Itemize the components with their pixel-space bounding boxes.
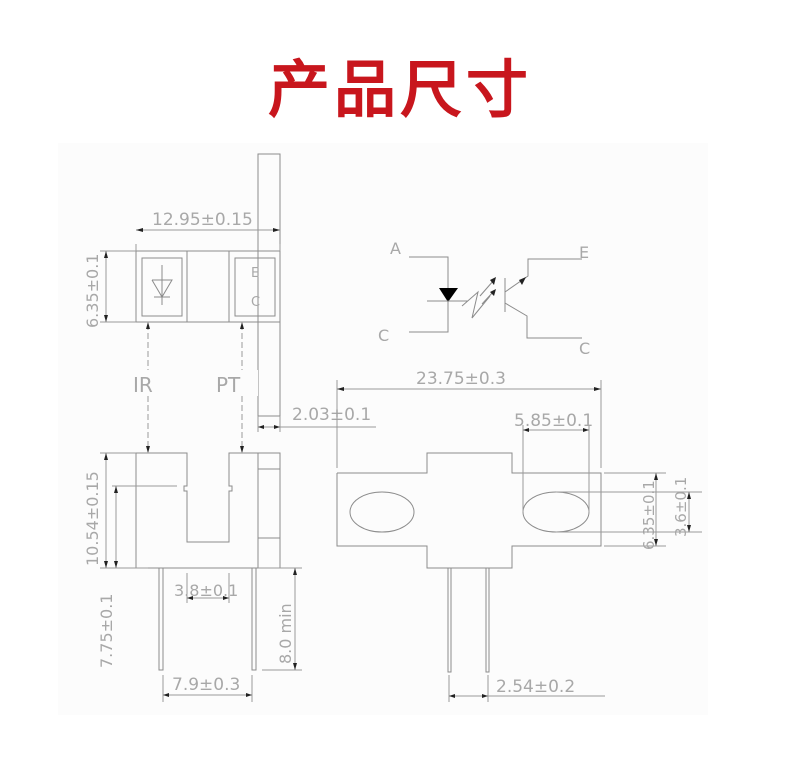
hole-left <box>349 491 415 533</box>
dim-body-height: 6.35±0.1 <box>640 480 658 550</box>
schematic-cathode-label: C <box>378 326 389 345</box>
optocoupler-schematic: A C E C <box>378 239 590 358</box>
dim-slot-width: 3.8±0.1 <box>174 581 238 600</box>
emitter-window <box>141 257 183 317</box>
dim-hole-width: 5.85±0.1 <box>514 411 593 431</box>
top-view: E C 12.95±0.15 6.35±0.1 IR PT 2.03±0. <box>83 153 376 453</box>
dim-hole-height: 3.6±0.1 <box>672 477 690 537</box>
detector-window <box>234 257 276 317</box>
dimension-drawing <box>58 143 708 715</box>
dim-width-top: 12.95±0.15 <box>152 210 253 230</box>
dim-pin-spacing: 7.9±0.3 <box>172 675 240 695</box>
dim-slot-depth: 7.75±0.1 <box>97 594 116 668</box>
dim-height-top: 6.35±0.1 <box>83 254 102 328</box>
detector-label-c: C <box>251 295 260 310</box>
side-view: 23.75±0.3 5.85±0.1 6.35±0.1 3.6±0.1 2.54… <box>336 369 702 702</box>
schematic-collector-label: C <box>579 339 590 358</box>
label-ir: IR <box>133 373 153 397</box>
schematic-anode-label: A <box>390 239 401 258</box>
label-pt: PT <box>216 373 241 397</box>
dim-length: 23.75±0.3 <box>416 369 506 389</box>
dim-lead-length: 8.0 min <box>276 603 295 664</box>
dim-thickness: 2.03±0.1 <box>292 405 371 425</box>
dim-pin-pitch: 2.54±0.2 <box>496 677 575 697</box>
hole-right <box>522 491 590 533</box>
page-title: 产品尺寸 <box>267 53 532 126</box>
front-view: 10.54±0.15 7.75±0.1 3.8±0.1 7.9±0.3 8.0 … <box>83 452 302 702</box>
led-diode-icon <box>439 288 458 302</box>
schematic-emitter-label: E <box>579 243 589 262</box>
detector-label-e: E <box>251 266 259 281</box>
dim-height-front: 10.54±0.15 <box>83 471 102 566</box>
diode-icon <box>151 265 173 305</box>
